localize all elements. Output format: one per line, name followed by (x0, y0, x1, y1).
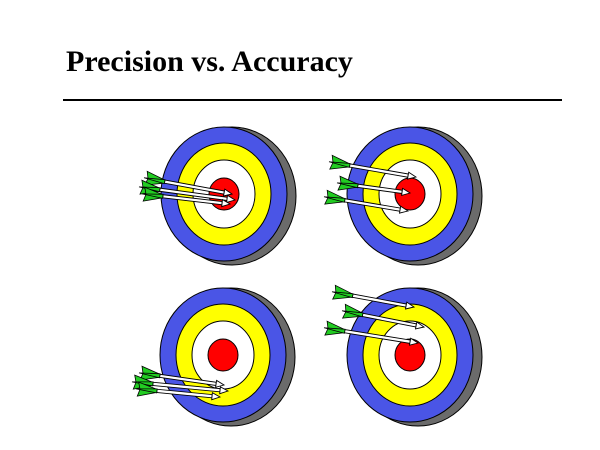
target-bullseye (394, 338, 426, 372)
arrow (141, 186, 232, 208)
fletching-vane (323, 327, 346, 334)
arrow (323, 320, 420, 346)
arrow (328, 154, 418, 180)
arrowhead (215, 379, 226, 388)
arrowhead (414, 321, 426, 330)
arrow (143, 170, 234, 197)
fletching-vane (341, 310, 364, 318)
arrow (138, 179, 237, 204)
target-bottom-left (131, 287, 296, 427)
arrow (138, 365, 226, 388)
target-top-right (323, 126, 483, 266)
target-bullseye (394, 177, 426, 211)
arrow (323, 189, 410, 214)
fletching-vane (135, 388, 158, 394)
arrowhead (221, 198, 232, 208)
arrowhead (219, 386, 230, 395)
target-bottom-right (323, 284, 483, 427)
arrow (135, 381, 222, 401)
arrow (341, 303, 426, 330)
arrowhead (406, 171, 418, 180)
target-top-left (138, 126, 297, 266)
arrowhead (226, 194, 237, 204)
fletching-vane (323, 196, 346, 203)
arrow-group (323, 154, 418, 214)
arrow-group (323, 284, 426, 346)
fletching-vane (328, 161, 351, 168)
fletching-vane (143, 177, 166, 185)
page-title: Precision vs. Accuracy (66, 45, 353, 78)
fletching-vane (336, 182, 359, 189)
arrowhead (211, 391, 222, 401)
arrow-group (138, 170, 237, 208)
arrow (331, 284, 416, 310)
fletching-vane (141, 193, 164, 199)
fletching-vane (331, 291, 354, 299)
arrowhead (398, 205, 410, 214)
arrowhead (404, 301, 416, 310)
arrowhead (408, 337, 420, 346)
arrow-group (131, 365, 230, 401)
arrow (336, 175, 412, 197)
arrowhead (222, 188, 234, 197)
target-bullseye (207, 338, 239, 372)
title-divider (63, 99, 562, 101)
arrowhead (401, 187, 412, 197)
fletching-vane (138, 372, 161, 379)
